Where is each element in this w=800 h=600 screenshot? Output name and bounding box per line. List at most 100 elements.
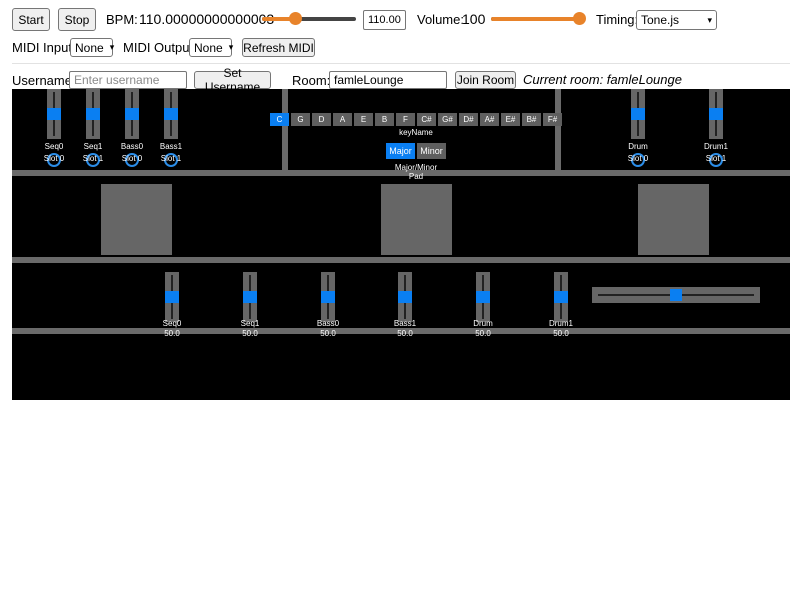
slot-ring-icon[interactable] [125,153,139,167]
divider [12,63,790,64]
key-button[interactable]: B [375,113,394,126]
key-button[interactable]: G [291,113,310,126]
key-button[interactable]: A# [480,113,499,126]
username-label: Username: [12,73,76,88]
slot-ring-icon[interactable] [86,153,100,167]
crossfader[interactable] [592,287,760,303]
slot-ring-icon[interactable] [47,153,61,167]
key-label: keyName [399,128,433,137]
grid-bar [12,328,790,334]
top-fader-name: Seq0 [44,142,64,151]
mixer-fader-value: 50.0 [475,329,491,338]
midi-output-select[interactable]: None ▾ [189,38,234,57]
top-fader-slot: Slot 1 [160,154,182,163]
mode-minor-button[interactable]: Minor [417,143,446,159]
fader-knob[interactable] [709,108,723,120]
midi-output-label: MIDI Output: [123,40,197,55]
stop-button[interactable]: Stop [58,8,96,31]
fader-knob[interactable] [165,291,179,303]
grid-bar [12,170,790,176]
mixer-fader-bass1[interactable] [398,272,412,322]
pad-center[interactable] [381,184,452,255]
mixer-fader-bass0[interactable] [321,272,335,322]
room-input[interactable]: famleLounge [329,71,447,89]
username-input[interactable]: Enter username [69,71,187,89]
top-fader-name: Bass0 [120,142,144,151]
key-button[interactable]: E# [501,113,520,126]
key-button[interactable]: E [354,113,373,126]
timing-select[interactable]: Tone.js ▾ [636,10,717,30]
pad-right[interactable] [638,184,709,255]
volume-slider[interactable] [491,11,586,27]
key-button[interactable]: D [312,113,331,126]
pad-left[interactable] [101,184,172,255]
mixer-fader-drum[interactable] [476,272,490,322]
mixer-fader-value: 50.0 [553,329,569,338]
key-button[interactable]: C# [417,113,436,126]
top-fader-seq0[interactable] [47,89,61,139]
top-fader-bass1[interactable] [164,89,178,139]
mixer-fader-drum1[interactable] [554,272,568,322]
fader-knob[interactable] [398,291,412,303]
midi-input-label: MIDI Input: [12,40,76,55]
chevron-down-icon: ▾ [228,42,234,52]
mixer-fader-value: 50.0 [242,329,258,338]
top-fader-name: Drum [628,142,648,151]
fader-knob[interactable] [554,291,568,303]
midi-input-select[interactable]: None ▾ [70,38,115,57]
top-fader-name: Drum1 [703,142,728,151]
refresh-midi-button[interactable]: Refresh MIDI [242,38,315,57]
chevron-down-icon: ▾ [109,42,115,52]
top-fader-bass0[interactable] [125,89,139,139]
set-username-button[interactable]: Set Username [194,66,271,94]
bpm-label: BPM: [106,12,138,27]
fader-knob[interactable] [164,108,178,120]
join-room-button[interactable]: Join Room [455,71,516,89]
start-button[interactable]: Start [12,8,50,31]
volume-value: 100 [462,11,486,27]
midi-output-value: None [194,40,223,55]
mixer-fader-seq0[interactable] [165,272,179,322]
bpm-slider-fill [262,17,293,21]
top-fader-seq1[interactable] [86,89,100,139]
volume-slider-thumb[interactable] [573,12,586,25]
bpm-slider[interactable] [262,11,356,27]
fader-knob[interactable] [476,291,490,303]
fader-knob[interactable] [125,108,139,120]
bpm-input[interactable]: 110.00 [363,10,406,30]
mixer-fader-name: Seq1 [240,319,260,328]
top-fader-drum1[interactable] [709,89,723,139]
fader-knob[interactable] [86,108,100,120]
crossfader-knob[interactable] [670,289,682,301]
mixer-fader-value: 50.0 [320,329,336,338]
top-fader-drum[interactable] [631,89,645,139]
midi-input-value: None [75,40,104,55]
fader-knob[interactable] [243,291,257,303]
slot-ring-icon[interactable] [709,153,723,167]
top-fader-name: Bass1 [159,142,183,151]
mixer-fader-value: 50.0 [397,329,413,338]
mixer-fader-name: Drum1 [548,319,573,328]
key-button[interactable]: C [270,113,289,126]
key-button[interactable]: G# [438,113,457,126]
bpm-slider-track [262,17,356,21]
timing-label: Timing: [596,12,639,27]
fader-knob[interactable] [631,108,645,120]
bpm-slider-thumb[interactable] [289,12,302,25]
key-button[interactable]: B# [522,113,541,126]
mixer-fader-seq1[interactable] [243,272,257,322]
key-button[interactable]: D# [459,113,478,126]
mode-major-button[interactable]: Major [386,143,415,159]
key-button[interactable]: F [396,113,415,126]
mode-label: Major/Minor [394,163,438,172]
slot-ring-icon[interactable] [164,153,178,167]
slot-ring-icon[interactable] [631,153,645,167]
fader-knob[interactable] [321,291,335,303]
fader-knob[interactable] [47,108,61,120]
mixer-fader-name: Seq0 [162,319,182,328]
timing-select-value: Tone.js [641,13,680,27]
key-button[interactable]: A [333,113,352,126]
grid-bar [282,89,288,170]
key-button[interactable]: F# [543,113,562,126]
